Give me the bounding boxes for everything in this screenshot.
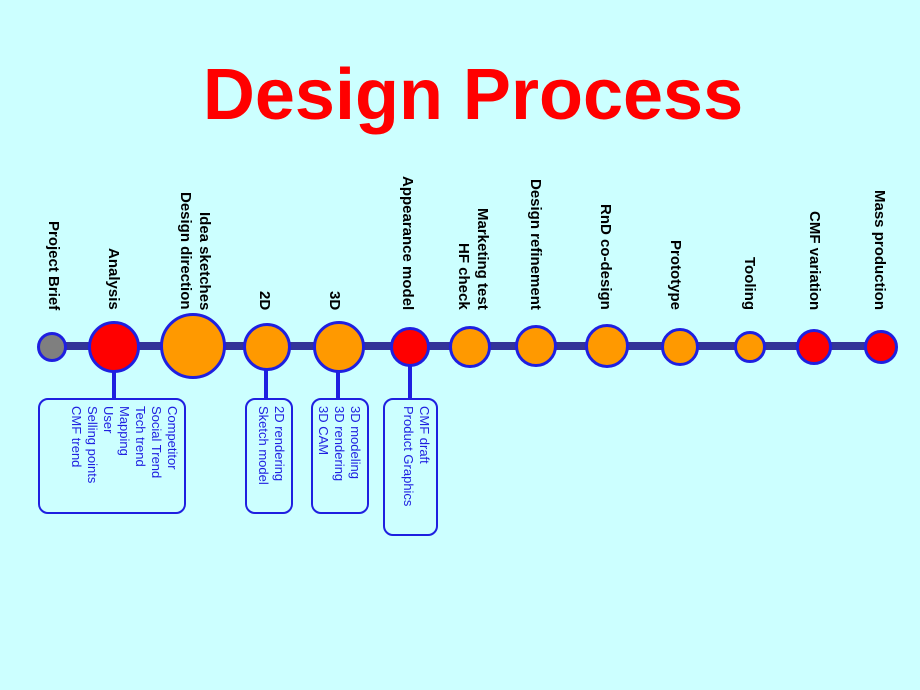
detail-item: 2D rendering: [272, 406, 287, 482]
node-prototype: [661, 328, 699, 366]
detail-box-appearance-model: CMF draft Product Graphics: [383, 398, 438, 536]
detail-item: 3D modeling: [348, 406, 363, 479]
node-mass-production: [864, 330, 898, 364]
stem-3d: [336, 368, 340, 400]
node-cmf-variation: [796, 329, 832, 365]
detail-item: Tech trend: [133, 406, 148, 467]
stem-appearance-model: [408, 362, 412, 400]
detail-item: CMF trend: [69, 406, 84, 468]
node-2d: [243, 323, 291, 371]
node-design-refinement: [515, 325, 557, 367]
step-label-marketing-test-line2: HF check: [455, 243, 472, 310]
node-3d: [313, 321, 365, 373]
node-project-brief: [37, 332, 67, 362]
detail-item: Product Graphics: [401, 406, 416, 507]
detail-box-analysis: Competitor Social Trend Tech trend Mappi…: [38, 398, 186, 514]
step-label-3d: 3D: [326, 290, 343, 310]
detail-item: Competitor: [165, 406, 180, 470]
step-label-marketing-test-line1: Marketing test: [474, 208, 491, 310]
node-rnd-co-design: [585, 324, 629, 368]
step-label-design-refinement: Design refinement: [527, 179, 544, 310]
step-label-idea-sketches-line2: Design direction: [177, 192, 194, 310]
stem-analysis: [112, 368, 116, 400]
step-label-mass-production: Mass production: [871, 189, 888, 310]
step-label-analysis: Analysis: [105, 248, 122, 310]
node-appearance-model: [390, 327, 430, 367]
detail-item: CMF draft: [417, 406, 432, 464]
detail-item: Selling points: [85, 406, 100, 484]
step-label-cmf-variation: CMF variation: [806, 210, 823, 310]
node-marketing-test: [449, 326, 491, 368]
step-label-rnd-co-design: RnD co-design: [597, 204, 614, 310]
detail-item: Mapping: [117, 406, 132, 456]
step-label-idea-sketches-line1: Idea sketches: [196, 211, 213, 310]
step-label-2d: 2D: [256, 290, 273, 310]
detail-item: 3D rendering: [332, 406, 347, 482]
detail-box-2d: 2D rendering Sketch model: [245, 398, 293, 514]
step-label-prototype: Prototype: [667, 239, 684, 310]
step-label-project-brief: Project Brief: [45, 220, 62, 310]
step-label-appearance-model: Appearance model: [399, 175, 416, 310]
step-label-tooling: Tooling: [741, 256, 758, 310]
detail-item: 3D CAM: [316, 406, 331, 456]
detail-item: Social Trend: [149, 406, 164, 479]
stem-2d: [264, 366, 268, 400]
detail-item: Sketch model: [256, 406, 271, 485]
detail-box-3d: 3D modeling 3D rendering 3D CAM: [311, 398, 369, 514]
node-idea-sketches: [160, 313, 226, 379]
detail-item: User: [101, 406, 116, 434]
page-title: Design Process: [202, 55, 744, 135]
node-analysis: [88, 321, 140, 373]
node-tooling: [734, 331, 766, 363]
